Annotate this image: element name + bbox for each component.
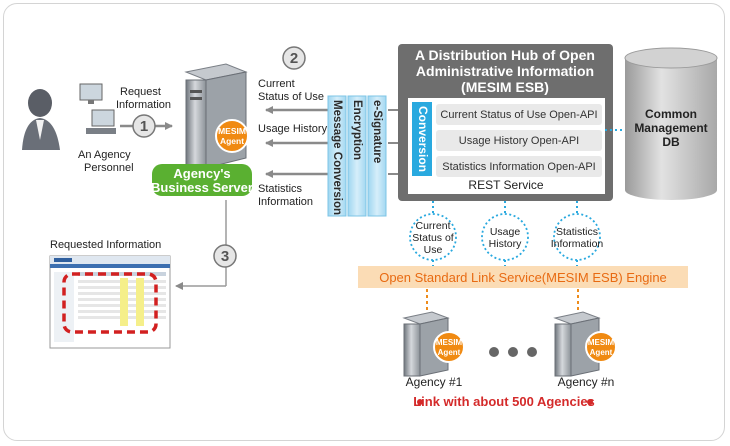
encryption-bar: Encryption (347, 95, 367, 217)
svg-text:Agency's: Agency's (173, 166, 230, 181)
svg-text:Agent: Agent (220, 136, 244, 146)
svg-text:Message Conversion: Message Conversion (331, 100, 343, 215)
svg-text:(MESIM ESB): (MESIM ESB) (461, 79, 549, 95)
requested-information-label: Requested Information (50, 239, 161, 251)
database-icon: Common Management DB (624, 47, 718, 200)
rest-service-label: REST Service (468, 178, 543, 192)
engine-bar: Open Standard Link Service(MESIM ESB) En… (358, 266, 688, 288)
svg-text:Business Server: Business Server (151, 180, 253, 195)
requested-information-screenshot (49, 255, 171, 349)
agency-n-label: Agency #n (558, 375, 615, 389)
person-label: An Agency Personnel (78, 149, 134, 174)
svg-text:Information: Information (551, 238, 604, 250)
bubble-connectors (432, 201, 578, 266)
ellipsis-dots (489, 347, 537, 357)
conversion-bar: Conversion (412, 102, 432, 176)
svg-text:Current: Current (258, 78, 295, 90)
svg-text:Agent: Agent (590, 348, 613, 357)
e-signature-bar: e-Signature (367, 95, 387, 217)
step-3-badge: 3 (213, 244, 237, 268)
agency-1-label: Agency #1 (406, 375, 463, 389)
svg-text:MESIM: MESIM (218, 126, 246, 136)
svg-text:e-Signature: e-Signature (371, 100, 383, 163)
svg-text:MESIM: MESIM (588, 338, 615, 347)
svg-text:Status of Use: Status of Use (258, 91, 324, 103)
svg-text:Management: Management (634, 121, 707, 135)
svg-text:Use: Use (424, 244, 443, 256)
svg-text:Statistics Information Open-AP: Statistics Information Open-API (442, 161, 595, 173)
svg-text:Current: Current (415, 220, 450, 232)
svg-text:Current Status of Use Open-API: Current Status of Use Open-API (440, 109, 597, 121)
step-1-badge: 1 (132, 114, 156, 138)
outer-frame (3, 3, 725, 441)
svg-text:Common: Common (645, 107, 697, 121)
svg-text:Information: Information (116, 99, 171, 111)
server-mesim-agent-badge: MESIM Agent (215, 119, 249, 153)
agency-personnel-icon (22, 83, 116, 150)
bubble-statistics: Statistics Information (551, 213, 604, 261)
request-information-label: Request Information (116, 86, 171, 111)
svg-text:Personnel: Personnel (84, 162, 134, 174)
svg-text:Link with about 500 Agencies: Link with about 500 Agencies (413, 394, 595, 409)
svg-text:Conversion: Conversion (416, 106, 430, 172)
svg-text:3: 3 (221, 248, 229, 265)
step-2-badge: 2 (282, 46, 306, 70)
svg-text:Open Standard Link Service(MES: Open Standard Link Service(MESIM ESB) En… (379, 270, 667, 285)
bubble-usage-history: Usage History (481, 213, 529, 261)
agency-1-mesim-agent-badge: MESIM Agent (433, 331, 465, 363)
api-usage-history: Usage History Open-API (436, 130, 602, 151)
svg-text:Administrative Information: Administrative Information (416, 63, 594, 79)
api-statistics: Statistics Information Open-API (436, 156, 602, 177)
svg-text:2: 2 (290, 50, 298, 67)
svg-text:Information: Information (258, 196, 313, 208)
business-server-label: Agency's Business Server (151, 164, 253, 196)
svg-text:1: 1 (140, 118, 148, 135)
business-server-icon (184, 63, 248, 169)
svg-text:Usage History Open-API: Usage History Open-API (459, 135, 579, 147)
svg-text:Statistics: Statistics (556, 226, 598, 238)
svg-text:Status of: Status of (412, 232, 454, 244)
api-current-status: Current Status of Use Open-API (436, 104, 602, 125)
footer-note: Link with about 500 Agencies (413, 394, 595, 409)
svg-text:Usage: Usage (490, 226, 521, 238)
svg-text:History: History (489, 238, 522, 250)
current-status-label: Current Status of Use (258, 78, 324, 103)
svg-text:A Distribution Hub of Open: A Distribution Hub of Open (415, 47, 595, 63)
svg-text:Encryption: Encryption (351, 100, 363, 160)
message-conversion-bar: Message Conversion (327, 95, 347, 217)
svg-text:Request: Request (120, 86, 161, 98)
svg-text:An Agency: An Agency (78, 149, 131, 161)
bubble-current-status: Current Status of Use (409, 213, 457, 261)
agency-n-mesim-agent-badge: MESIM Agent (585, 331, 617, 363)
svg-text:MESIM: MESIM (436, 338, 463, 347)
svg-text:Statistics: Statistics (258, 183, 303, 195)
usage-history-label: Usage History (258, 123, 328, 135)
svg-text:DB: DB (662, 135, 680, 149)
svg-text:Agent: Agent (438, 348, 461, 357)
statistics-label: Statistics Information (258, 183, 313, 208)
